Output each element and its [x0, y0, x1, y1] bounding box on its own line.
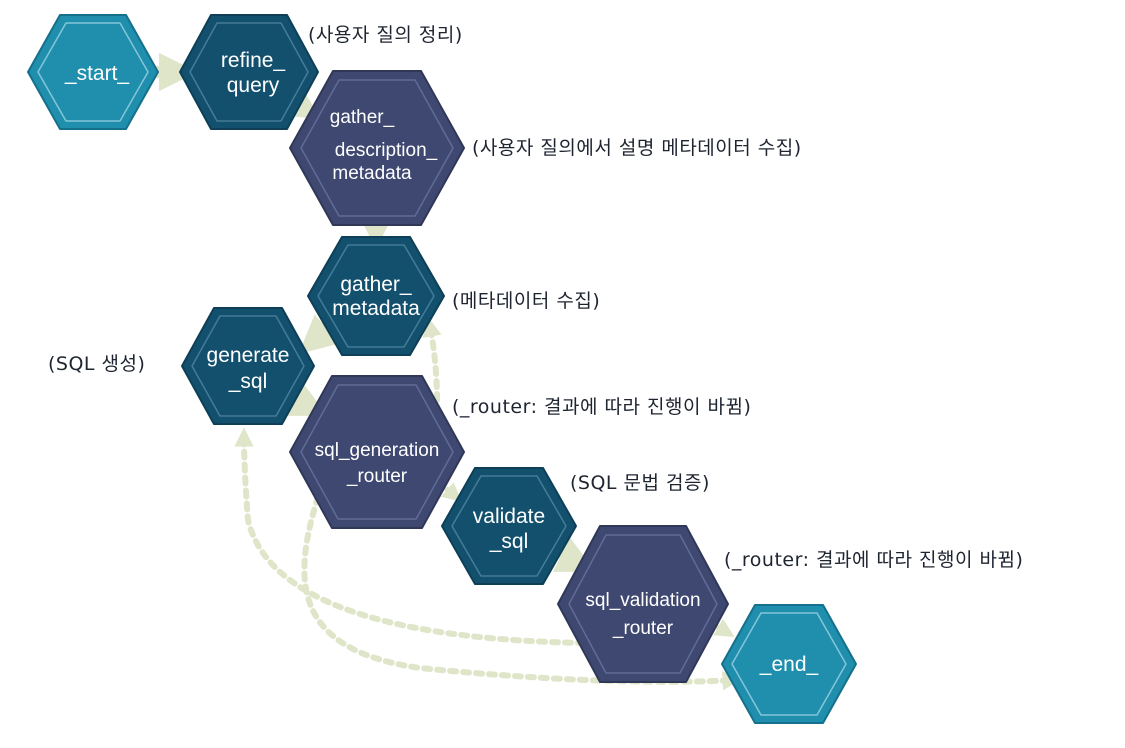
annotation-gather-description-metadata: (사용자 질의에서 설명 메타데이터 수집): [472, 137, 802, 159]
node-generate-sql[interactable]: generate _sql: [181, 307, 315, 425]
node-start[interactable]: _start_: [27, 14, 159, 130]
node-gather-description-metadata[interactable]: gather_ description_ metadata: [289, 70, 465, 226]
annotation-validate-sql: (SQL 문법 검증): [570, 472, 710, 494]
node-generate-sql-label-line1: generate: [207, 344, 290, 367]
node-start-label: _start_: [64, 62, 130, 85]
node-end[interactable]: _end_: [721, 604, 857, 724]
edge-sql-validation-router-to-generate-sql: [234, 427, 587, 646]
node-gather-metadata[interactable]: gather_ metadata: [307, 236, 445, 356]
node-validate-sql-label-line2: _sql: [489, 530, 529, 553]
node-gather-description-label-line2: description_: [335, 140, 438, 161]
node-refine-query[interactable]: refine_ query: [179, 14, 319, 130]
node-validate-sql-label-line1: validate: [473, 505, 545, 528]
annotation-generate-sql: (SQL 생성): [48, 353, 146, 375]
node-gather-description-label-line3: metadata: [332, 163, 412, 184]
node-sql-validation-router-label-line1: sql_validation: [585, 590, 700, 611]
node-sql-generation-router[interactable]: sql_generation _router: [289, 375, 465, 529]
node-gather-description-label-line1: gather_: [330, 107, 395, 128]
edge-gather-metadata-to-generate-sql: [298, 314, 340, 355]
annotation-sql-validation-router: (_router: 결과에 따라 진행이 바뀜): [724, 549, 1024, 571]
annotation-sql-generation-router: (_router: 결과에 따라 진행이 바뀜): [452, 396, 752, 418]
annotation-gather-metadata: (메타데이터 수집): [452, 290, 601, 312]
node-refine-query-label-line1: refine_: [221, 49, 286, 72]
node-sql-generation-router-label-line2: _router: [346, 466, 408, 487]
node-sql-generation-router-label-line1: sql_generation: [315, 440, 440, 461]
node-refine-query-label-line2: query: [227, 74, 280, 97]
node-sql-validation-router-label-line2: _router: [612, 618, 674, 639]
node-gather-metadata-label-line2: metadata: [332, 297, 420, 320]
node-generate-sql-label-line2: _sql: [228, 370, 268, 393]
node-end-label: _end_: [759, 653, 819, 676]
node-sql-validation-router[interactable]: sql_validation _router: [557, 525, 729, 683]
annotation-refine-query: (사용자 질의 정리): [308, 24, 463, 46]
node-validate-sql[interactable]: validate _sql: [441, 467, 577, 585]
node-gather-metadata-label-line1: gather_: [340, 273, 412, 296]
